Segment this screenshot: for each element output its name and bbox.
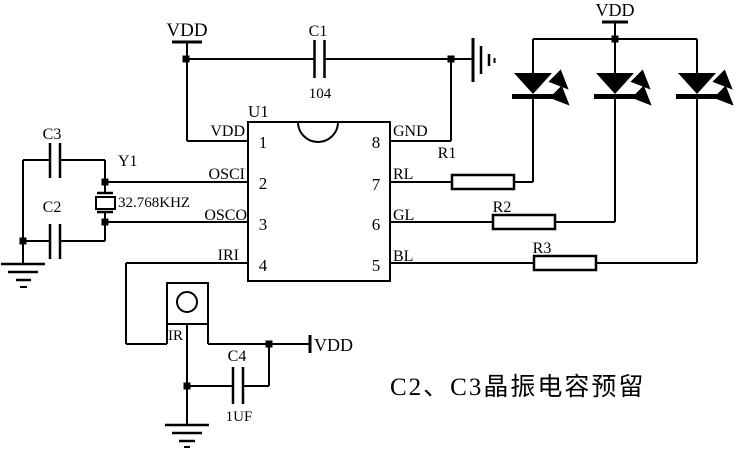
led-emission-arrow [630, 69, 651, 90]
pin-name-vdd: VDD [210, 123, 245, 140]
pin-name-iri: IRI [218, 247, 239, 264]
led-cathode-bar [594, 94, 636, 99]
c2-ref: C2 [43, 199, 62, 216]
ir-ref: IR [168, 328, 183, 344]
led-emission-arrow [631, 85, 652, 106]
led-red [512, 39, 570, 182]
r3-ref: R3 [533, 240, 552, 257]
c1-value: 104 [309, 86, 332, 102]
ic-u1: U1 1 2 3 4 8 7 6 5 VDD OSCI OSCO IRI GND… [204, 102, 428, 282]
led-emission-arrow [548, 69, 569, 90]
led-emission-arrow [713, 85, 734, 106]
pin-number: 6 [372, 215, 381, 234]
resistor-r1: R1 [438, 145, 516, 191]
vdd-symbol-topright: VDD [596, 0, 635, 39]
ir-lens [176, 291, 198, 313]
junction-dot [265, 340, 273, 348]
c3-ref: C3 [43, 126, 62, 143]
pin-number: 1 [259, 133, 268, 152]
ground-symbol-ir [165, 423, 209, 448]
led-blue [676, 39, 734, 263]
pin-number: 7 [372, 175, 381, 194]
schematic-caption: C2、C3晶振电容预留 [390, 373, 645, 401]
junction-dot [101, 178, 109, 186]
junction-dot [183, 382, 191, 390]
crystal-body [95, 196, 116, 210]
ground-symbol-top [471, 38, 496, 82]
vdd-label: VDD [166, 20, 207, 41]
pin-name-gl: GL [393, 207, 414, 224]
led-triangle [596, 73, 634, 94]
junction-dot [19, 237, 27, 245]
junction-dot [611, 35, 619, 43]
pin-name-bl: BL [393, 248, 413, 265]
led-green [594, 39, 652, 222]
crystal-y1: Y1 32.768KHZ [95, 153, 190, 214]
capacitor-c1: C1 104 [309, 23, 332, 102]
pin-name-osco: OSCO [204, 207, 247, 224]
ic-notch [297, 121, 339, 143]
vdd-symbol-ir: VDD [308, 335, 353, 355]
pin-number: 4 [259, 256, 268, 275]
y1-value: 32.768KHZ [118, 195, 190, 211]
vdd-label: VDD [596, 0, 635, 20]
c4-value: 1UF [226, 409, 253, 425]
pin-name-gnd: GND [393, 123, 428, 140]
led-emission-arrow [712, 69, 733, 90]
capacitor-c3: C3 [43, 126, 62, 178]
pin-name-osci: OSCI [209, 166, 245, 183]
pin-number: 2 [259, 174, 268, 193]
vdd-symbol-topleft: VDD [166, 20, 208, 141]
ground-symbol-left [1, 262, 45, 288]
led-cathode-bar [676, 94, 718, 99]
capacitor-c2: C2 [43, 199, 62, 259]
junction-dot [182, 55, 190, 63]
junction-dot [101, 218, 109, 226]
junction-dot [447, 55, 455, 63]
ic-ref: U1 [248, 102, 269, 121]
ir-body [166, 282, 209, 325]
pin-number: 3 [259, 215, 268, 234]
junction-dots [19, 35, 619, 390]
y1-ref: Y1 [118, 153, 138, 170]
pin-number: 5 [372, 256, 381, 275]
resistor-r2: R2 [491, 199, 557, 231]
resistor-body [532, 254, 598, 272]
pin-name-rl: RL [393, 166, 413, 183]
led-cathode-bar [512, 94, 554, 99]
led-emission-arrow [549, 85, 570, 106]
r2-ref: R2 [493, 199, 512, 216]
led-triangle [514, 73, 552, 94]
ic-body [247, 121, 391, 282]
vdd-label: VDD [314, 335, 353, 355]
c1-ref: C1 [309, 23, 328, 40]
pin-number: 8 [372, 133, 381, 152]
r1-ref: R1 [438, 145, 457, 162]
resistor-body [450, 173, 516, 191]
resistor-body [491, 213, 557, 231]
resistor-r3: R3 [532, 240, 598, 272]
led-triangle [678, 73, 716, 94]
c4-ref: C4 [228, 348, 247, 365]
